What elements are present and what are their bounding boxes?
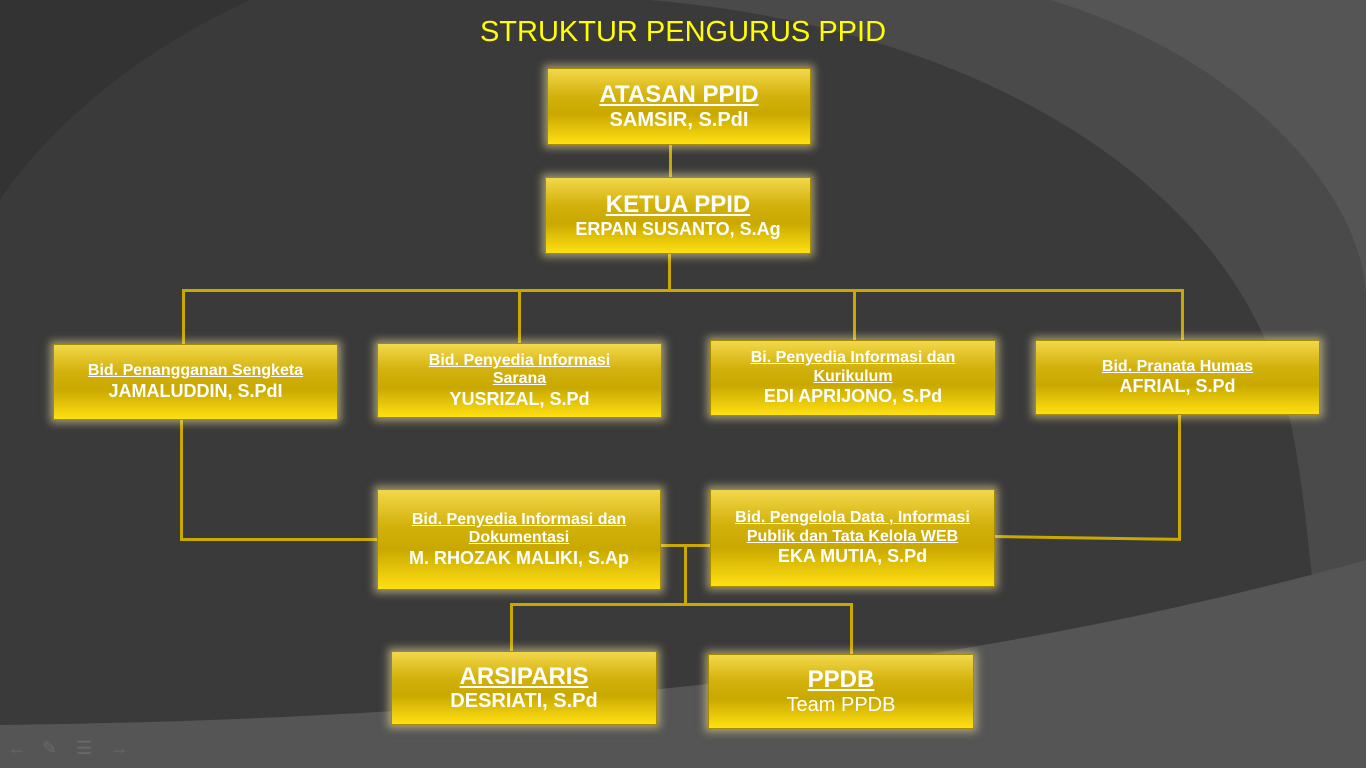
pen-icon[interactable]: ✎ [42,738,58,758]
person-name: EKA MUTIA, S.Pd [777,546,928,567]
connector [518,289,521,343]
role-label: Bid. Pranata Humas [1101,357,1254,375]
role-label: Bi. Penyedia Informasi dan Kurikulum [750,349,956,385]
connector [850,603,853,654]
person-name: EDI APRIJONO, S.Pd [763,386,943,407]
person-name: AFRIAL, S.Pd [1119,376,1236,397]
connector [180,538,377,541]
previous-slide-icon[interactable]: ← [8,738,26,758]
connector [182,289,185,344]
role-label: Bid. Pengelola Data , Informasi Publik d… [735,509,970,545]
connector [1181,289,1184,340]
box-bid-sarana: Bid. Penyedia Informasi Sarana YUSRIZAL,… [377,343,662,418]
box-ppdb: PPDB Team PPDB [708,654,974,729]
connector [684,544,687,605]
connector [510,603,513,651]
person-name: DESRIATI, S.Pd [450,690,598,713]
connector [510,603,853,606]
box-bid-dokumentasi: Bid. Penyedia Informasi dan Dokumentasi … [377,489,661,590]
box-arsiparis: ARSIPARIS DESRIATI, S.Pd [391,651,657,725]
box-bid-kurikulum: Bi. Penyedia Informasi dan Kurikulum EDI… [710,340,996,416]
box-atasan-ppid: ATASAN PPID SAMSIR, S.PdI [547,68,811,145]
role-label: ARSIPARIS [459,662,589,690]
person-name: ERPAN SUSANTO, S.Ag [575,218,781,239]
role-label: PPDB [807,666,875,694]
next-slide-icon[interactable]: → [110,738,128,758]
slide-menu-icon[interactable]: ☰ [76,738,93,758]
person-name: JAMALUDDIN, S.PdI [108,380,283,401]
person-name: YUSRIZAL, S.Pd [449,388,590,409]
person-name: Team PPDB [786,693,896,716]
role-label: Bid. Penangganan Sengketa [87,362,304,380]
connector [669,145,672,178]
role-label: Bid. Penyedia Informasi dan Dokumentasi [411,510,627,547]
box-ketua-ppid: KETUA PPID ERPAN SUSANTO, S.Ag [545,177,811,254]
connector [668,254,671,291]
box-bid-sengketa: Bid. Penangganan Sengketa JAMALUDDIN, S.… [53,344,338,420]
role-label: ATASAN PPID [599,81,759,109]
connector [1178,415,1181,540]
role-label: KETUA PPID [605,191,751,219]
person-name: M. RHOZAK MALIKI, S.Ap [409,547,629,568]
connector [180,420,183,541]
connector [853,289,856,340]
connector [182,289,1184,292]
box-bid-pengelola-data: Bid. Pengelola Data , Informasi Publik d… [710,489,995,587]
slide-title: STRUKTUR PENGURUS PPID [479,16,887,48]
role-label: Bid. Penyedia Informasi Sarana [428,351,611,388]
box-bid-humas: Bid. Pranata Humas AFRIAL, S.Pd [1035,340,1320,415]
person-name: SAMSIR, S.PdI [609,108,749,131]
